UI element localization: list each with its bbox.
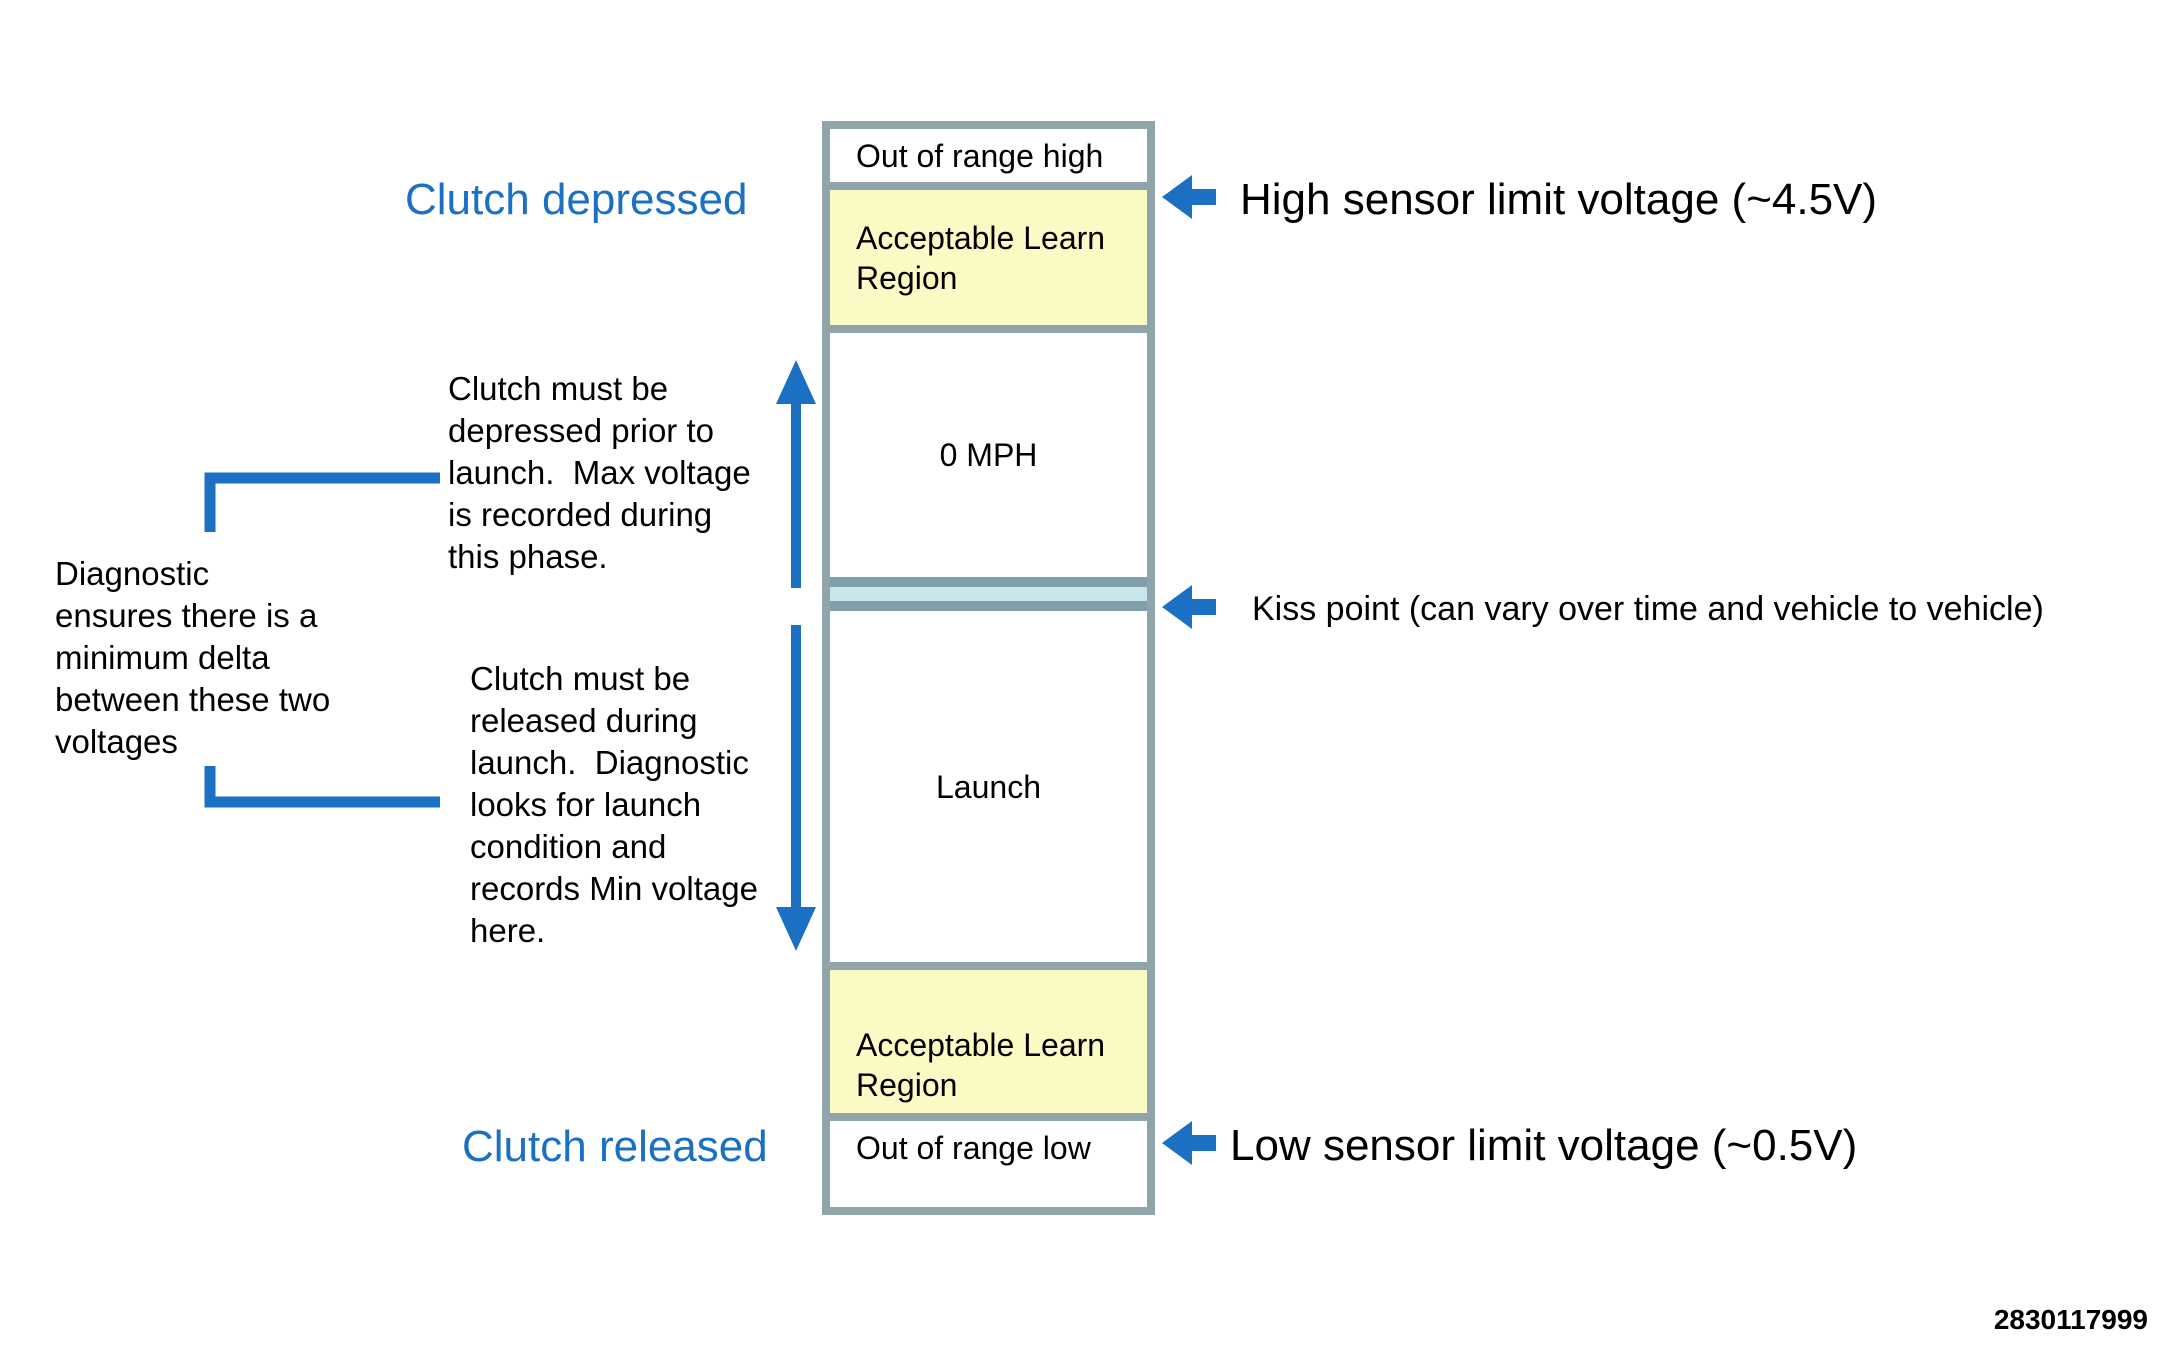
down-arrow-icon — [776, 625, 816, 951]
clutch-depressed-label: Clutch depressed — [405, 175, 748, 224]
delta-note: Diagnostic ensures there is a minimum de… — [55, 555, 331, 760]
segment-launch-label: Launch — [936, 768, 1041, 805]
footer-number: 2830117999 — [1993, 1304, 2148, 1335]
low-sensor-limit-label: Low sensor limit voltage (~0.5V) — [1230, 1121, 1858, 1170]
segment-learn-region-top-label: Acceptable Learn Region — [856, 219, 1106, 296]
min-voltage-note: Clutch must be released during launch. D… — [470, 660, 758, 949]
left-arrow-icon-low — [1162, 1121, 1216, 1165]
segment-out-of-range-low: Out of range low — [830, 1113, 1147, 1174]
max-voltage-note: Clutch must be depressed prior to launch… — [448, 370, 751, 575]
high-sensor-limit-label: High sensor limit voltage (~4.5V) — [1240, 175, 1878, 224]
kiss-point-label: Kiss point (can vary over time and vehic… — [1252, 590, 2044, 628]
delta-bracket-icon — [204, 472, 440, 808]
segment-kiss-point — [830, 577, 1147, 611]
clutch-released-label: Clutch released — [462, 1122, 768, 1171]
segment-zero-mph: 0 MPH — [830, 325, 1147, 577]
up-arrow-icon — [776, 360, 816, 588]
left-arrow-icon-high — [1162, 175, 1216, 219]
voltage-range-column: Out of range high Acceptable Learn Regio… — [822, 121, 1155, 1215]
segment-out-of-range-high: Out of range high — [830, 129, 1147, 182]
left-arrow-icon-kiss — [1162, 585, 1216, 629]
segment-out-of-range-high-label: Out of range high — [856, 137, 1104, 174]
segment-launch: Launch — [830, 611, 1147, 962]
segment-learn-region-bottom-label: Acceptable Learn Region — [856, 1027, 1106, 1103]
segment-learn-region-bottom: Acceptable Learn Region — [830, 962, 1147, 1113]
segment-learn-region-top: Acceptable Learn Region — [830, 182, 1147, 325]
segment-out-of-range-low-label: Out of range low — [856, 1129, 1091, 1166]
segment-zero-mph-label: 0 MPH — [939, 437, 1038, 473]
